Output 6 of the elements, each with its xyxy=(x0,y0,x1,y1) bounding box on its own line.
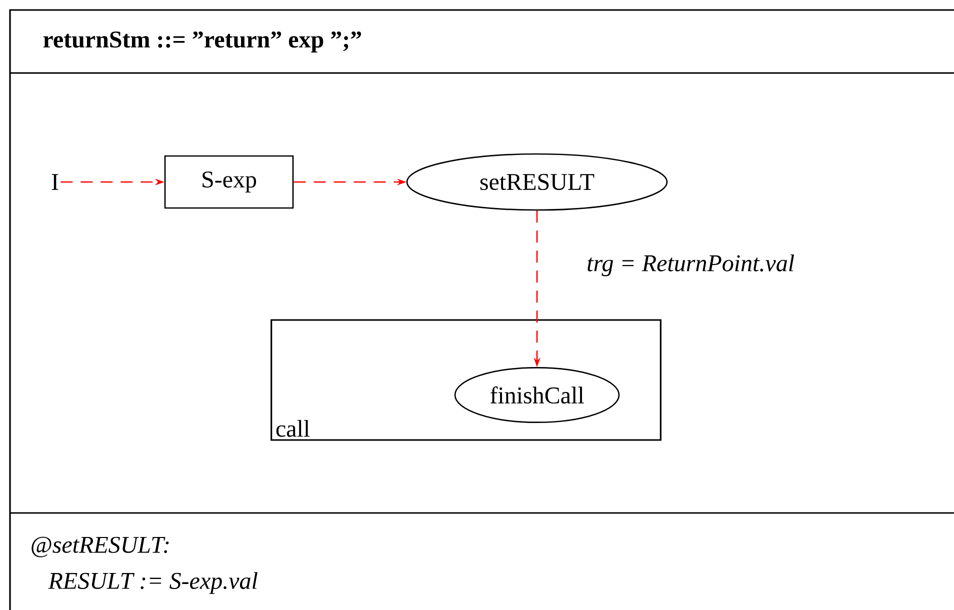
edge-label: trg = ReturnPoint.val xyxy=(585,253,796,278)
start-label: I xyxy=(52,174,58,190)
process-box: S-exp xyxy=(164,155,294,209)
code-line: @setRESULT: xyxy=(32,536,169,558)
code-line: RESULT := S-exp.val xyxy=(48,572,258,594)
title: returnStm ::= ”return” exp ”;” xyxy=(43,31,362,53)
